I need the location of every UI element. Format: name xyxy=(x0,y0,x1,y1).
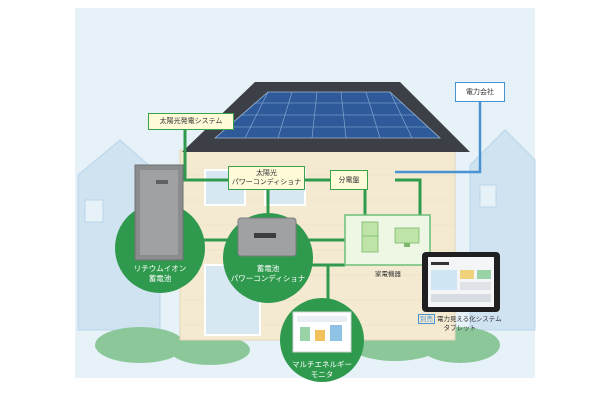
monitor-icon xyxy=(292,311,352,353)
pv-conditioner-line2: パワーコンディショナ xyxy=(231,178,302,186)
power-company-label: 電力会社 xyxy=(455,82,505,102)
tablet-tag: 別売 xyxy=(418,314,435,324)
tablet-line2: タブレット xyxy=(443,323,477,332)
tablet-line1: 電力見える化システム xyxy=(437,315,502,323)
lithium-battery-label: リチウムイオン 蓄電池 xyxy=(133,264,187,284)
solar-system-label: 太陽光発電システム xyxy=(148,113,234,130)
multi-energy-monitor-label: マルチエネルギー モニタ xyxy=(292,360,352,380)
power-conditioner-icon xyxy=(237,217,297,257)
distribution-board-label: 分電盤 xyxy=(330,170,368,190)
battery-conditioner-label: 蓄電池 パワーコンディショナ xyxy=(230,264,306,284)
pv-conditioner-label: 太陽光 パワーコンディショナ xyxy=(228,166,305,190)
appliances-label: 家電機器 xyxy=(375,270,401,278)
pv-conditioner-line1: 太陽光 xyxy=(256,169,277,178)
blue-line xyxy=(395,102,482,174)
appliance-icon xyxy=(361,221,420,253)
tablet-label: 別売電力見える化システム タブレット xyxy=(418,314,502,333)
tablet-icon xyxy=(422,252,500,312)
solar-panel-grid xyxy=(228,91,428,139)
battery-unit-icon xyxy=(134,164,184,261)
